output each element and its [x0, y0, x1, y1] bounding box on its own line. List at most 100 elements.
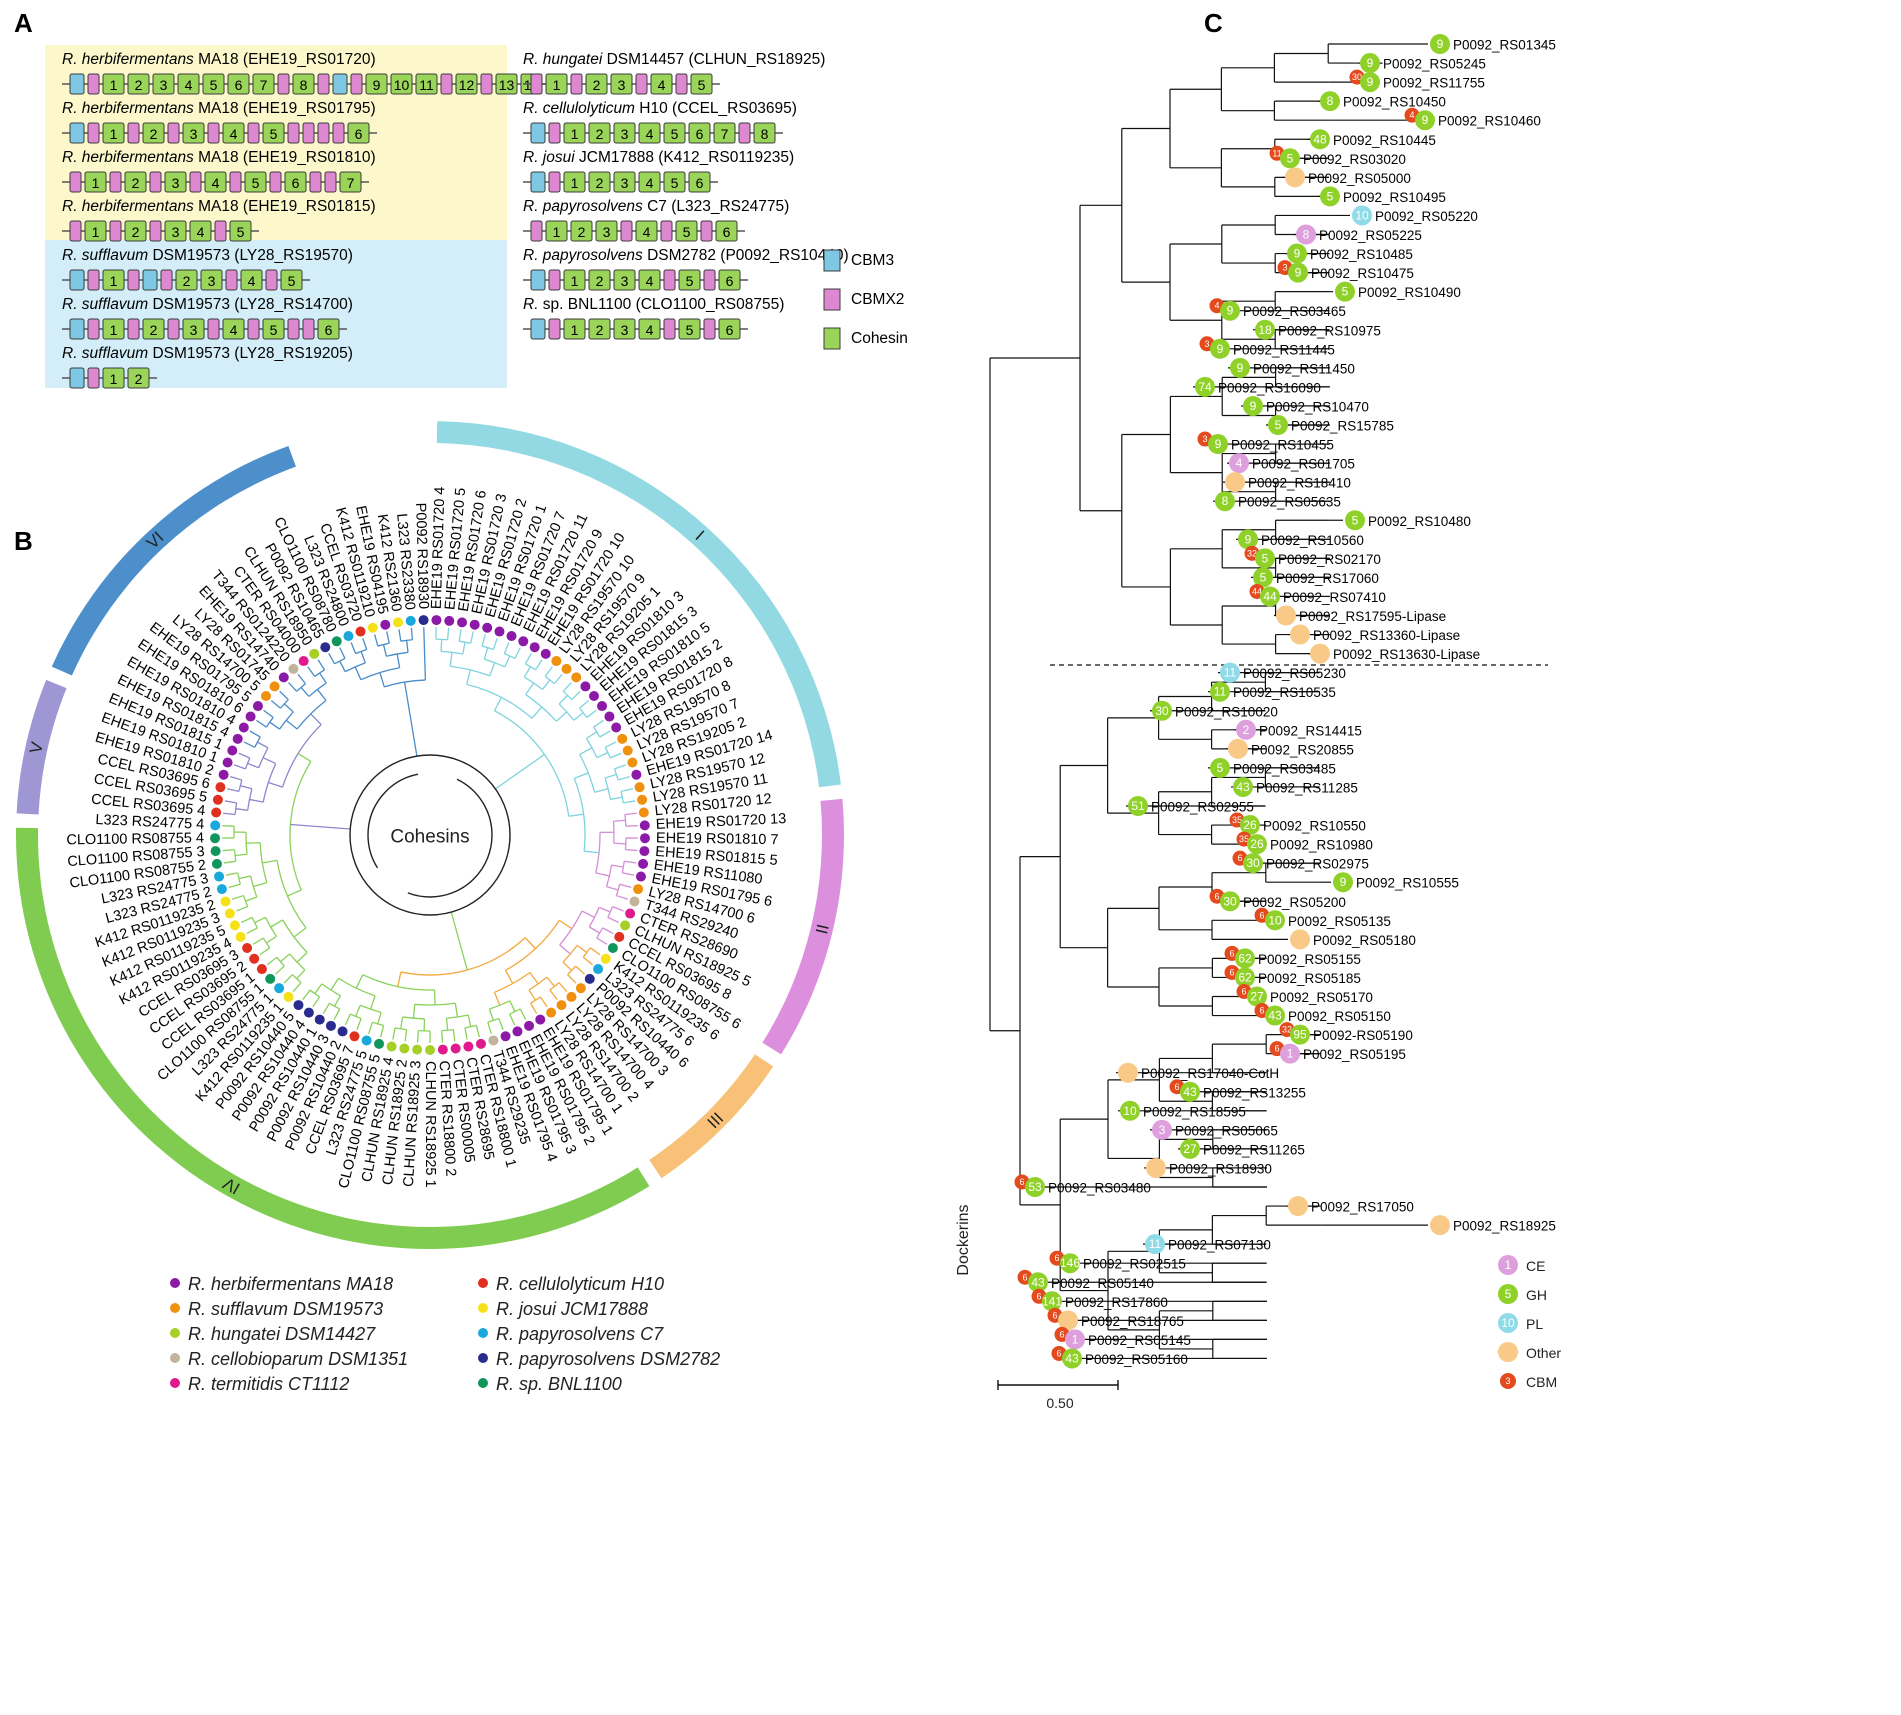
tree-branch	[616, 894, 629, 900]
tree-branch	[259, 947, 271, 956]
pl-legend-number: 10	[1501, 1316, 1515, 1330]
architecture-title: R. herbifermentans MA18 (EHE19_RS01795)	[62, 100, 376, 117]
tree-arc	[362, 974, 435, 991]
tree-branch	[623, 800, 636, 804]
cbmx2-domain	[660, 220, 673, 242]
cohesin-number: 2	[132, 175, 140, 191]
dockerin-leaf-label: P0092_RS11265	[1203, 1142, 1305, 1157]
cohesin-domain	[595, 220, 618, 242]
gh-bubble	[1345, 510, 1365, 531]
species-dot	[566, 991, 577, 1002]
family-number: 43	[1183, 1085, 1197, 1099]
tree-arc	[360, 667, 400, 681]
cohesin-number: 1	[571, 273, 579, 289]
other-bubble	[1146, 1157, 1166, 1178]
dockerin-leaf-label: P0092_RS11285	[1256, 780, 1358, 795]
gh-bubble	[1243, 395, 1263, 416]
species-legend-label: R. sp. BNL1100	[496, 1374, 622, 1394]
tree-arc	[338, 977, 376, 997]
tree-branch	[568, 813, 584, 817]
family-number: 43	[1236, 780, 1250, 794]
other-bubble	[1225, 472, 1245, 493]
species-dot	[639, 846, 650, 857]
tree-branch	[524, 937, 536, 950]
accession-text: MA18 (EHE19_RS01815)	[194, 198, 376, 215]
cohesin-number: 1	[571, 322, 579, 338]
tree-branch	[514, 647, 521, 659]
cohesin-number: 1	[571, 175, 579, 191]
dockerin-leaf-label: P0092_RS05245	[1383, 57, 1486, 72]
species-dot	[494, 626, 505, 637]
tree-arc	[249, 875, 258, 898]
ce-bubble	[1236, 719, 1256, 740]
dockerin-leaf-label: P0092_RS02955	[1151, 800, 1254, 815]
dockerin-leaf-label: P0092_RS02170	[1278, 552, 1381, 567]
dockerin-leaf-label: P0092_RS10020	[1175, 704, 1278, 719]
cbmx2-domain	[69, 171, 82, 193]
tree-branch	[529, 1002, 538, 1014]
species-legend-dot	[478, 1303, 488, 1313]
cohesin-domain	[690, 73, 713, 95]
species-dot	[260, 690, 271, 701]
gh-bubble	[1152, 700, 1172, 721]
species-dot	[540, 648, 551, 659]
tree-branch	[374, 634, 379, 647]
tree-branch	[440, 639, 443, 652]
tree-branch	[593, 719, 604, 728]
tree-branch	[531, 706, 543, 719]
cohesin-domain	[127, 367, 150, 389]
species-dot	[214, 871, 225, 882]
species-dot	[506, 631, 517, 642]
tree-arc	[441, 1028, 454, 1032]
tree-branch	[333, 1008, 341, 1020]
gh-bubble	[1333, 872, 1353, 893]
cohesin-leaf-label: CLO1100 RS08755 4	[66, 830, 204, 848]
species-dot	[288, 663, 299, 674]
family-number: 5	[1275, 418, 1282, 432]
cohesin-number: 4	[230, 126, 238, 142]
gh-bubble	[1265, 910, 1285, 931]
species-dot	[622, 745, 633, 756]
cohesin-domain	[124, 220, 147, 242]
tree-branch	[328, 653, 336, 665]
cohesin-domain	[495, 73, 518, 95]
cbmx2-domain	[265, 269, 278, 291]
tree-branch	[584, 850, 600, 854]
dockerin-leaf-label: P0092_RS05180	[1313, 933, 1416, 948]
cohesin-domain	[365, 73, 388, 95]
species-dot	[561, 663, 572, 674]
cbmx2-legend-swatch	[823, 288, 841, 311]
family-number: 5	[1342, 285, 1349, 299]
cohesin-domain	[142, 318, 165, 340]
family-number: 1	[1072, 1332, 1079, 1346]
species-dot	[242, 943, 253, 954]
family-number: 10	[1123, 1104, 1137, 1118]
tree-branch	[312, 996, 321, 1008]
family-number: 8	[1303, 228, 1310, 242]
family-number: 9	[1340, 875, 1347, 889]
cohesin-number: 2	[135, 77, 143, 93]
tree-arc	[579, 707, 588, 718]
dockerin-leaf-label: P0092_RS18410	[1248, 476, 1351, 491]
species-legend-dot	[170, 1328, 180, 1338]
dockerin-leaf-label: P0092_RS11450	[1253, 361, 1355, 376]
cohesin-domain	[588, 171, 611, 193]
tree-arc	[549, 982, 560, 991]
tree-branch	[481, 634, 486, 647]
species-dot	[639, 820, 650, 831]
tree-branch	[322, 1002, 331, 1014]
tree-branch	[579, 747, 593, 756]
cohesin-domain	[635, 220, 658, 242]
species-dot	[418, 615, 429, 626]
tree-branch	[233, 764, 246, 770]
cohesin-number: 3	[621, 175, 629, 191]
cbm-number: 6	[1229, 967, 1234, 977]
tree-arc	[562, 944, 578, 963]
species-dot	[367, 622, 378, 633]
tree-branch	[392, 1027, 396, 1040]
cohesin-domain	[563, 171, 586, 193]
clade-ring-V	[16, 679, 67, 815]
cohesin-domain	[189, 220, 212, 242]
architecture-title: R. hungatei DSM14457 (CLHUN_RS18925)	[523, 51, 825, 68]
dockerin-leaf-label: P0092_RS14415	[1259, 723, 1362, 738]
